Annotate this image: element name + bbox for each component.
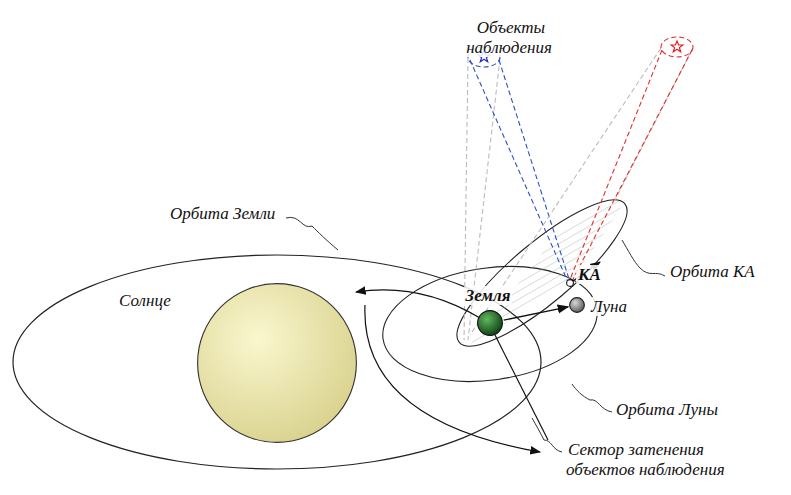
- orbit-label: Орбита Луны: [614, 400, 734, 420]
- orbit-label: Орбита КА: [668, 262, 778, 282]
- node-label: Луна: [589, 297, 629, 316]
- sector-label: Сектор затенения объектов наблюдения: [566, 440, 756, 480]
- node-label: КА: [576, 265, 603, 284]
- earth-sphere: Земля: [477, 310, 503, 336]
- node-label: Земля: [464, 286, 513, 305]
- spacecraft-dot-outline: [566, 279, 574, 287]
- sun-circle: Солнце: [197, 283, 357, 443]
- red-star: [671, 41, 683, 52]
- spacecraft-dot: [567, 280, 574, 287]
- sun-circle-outline: [197, 283, 357, 443]
- moon-sphere-outline: [569, 297, 585, 313]
- sector-arrows: [356, 262, 600, 452]
- objects-label: Объекты наблюдения: [450, 18, 570, 58]
- ka-orbit: [440, 181, 644, 366]
- earth-sphere: [478, 311, 503, 336]
- observation-cones: [464, 37, 693, 340]
- arrow-connector: [504, 307, 568, 320]
- earth-sphere-outline: [477, 310, 503, 336]
- sun-circle: [198, 284, 357, 443]
- node-label: Солнце: [117, 291, 173, 310]
- orbit-label: Орбита Земли: [168, 204, 298, 224]
- moon-sphere: [570, 298, 585, 313]
- hatch-region: [470, 180, 640, 345]
- earth-orbit: [13, 255, 541, 469]
- moon-sphere: Луна: [569, 297, 585, 313]
- spacecraft-dot: КА: [566, 279, 574, 287]
